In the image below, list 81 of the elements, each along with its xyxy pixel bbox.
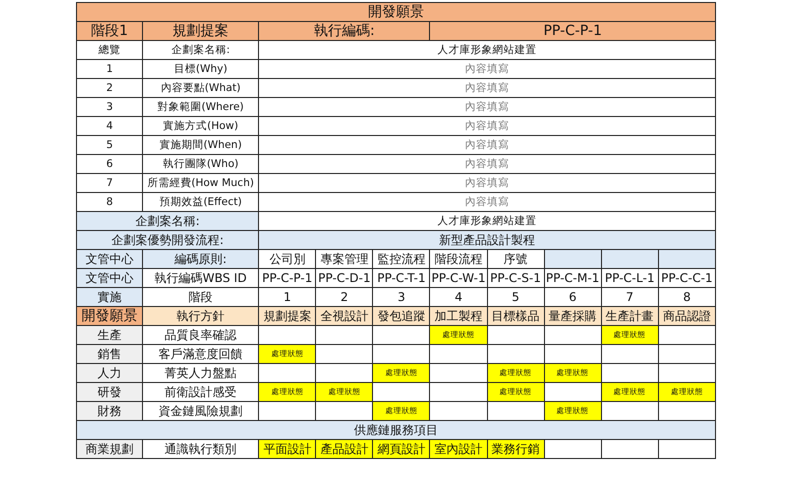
placeholder-text: 內容填寫 [258, 154, 716, 174]
category-label: 業務行銷 [487, 440, 544, 458]
value-text: PP-C-S-1 [487, 268, 544, 288]
column-header: 執行方針 [142, 306, 259, 326]
value-text: PP-C-C-1 [658, 268, 716, 288]
column-header: 生產計畫 [601, 306, 658, 326]
value-text: PP-C-W-1 [430, 268, 488, 288]
value-text: PP-C-D-1 [316, 268, 373, 288]
placeholder-text: 內容填寫 [258, 78, 716, 98]
value-text: 前衛設計感受 [142, 382, 259, 402]
value-text: 企劃案名稱: [142, 40, 259, 60]
table-title: 開發願景 [76, 2, 716, 22]
value-text: 6 [76, 154, 143, 174]
header-label: 規劃提案 [142, 22, 259, 40]
value-text: 監控流程 [372, 250, 430, 268]
value-text: 人才庫形象網站建置 [258, 212, 716, 230]
value-text: 目標(Why) [142, 60, 259, 78]
value-text: 內容要點(What) [142, 78, 259, 98]
department-label: 銷售 [76, 344, 143, 364]
value-text: 1 [76, 60, 143, 78]
header-label: 開發願景 [76, 306, 143, 326]
value-text: 7 [76, 174, 143, 192]
column-header: 商品認證 [658, 306, 716, 326]
value-text: 執行團隊(Who) [142, 154, 259, 174]
row-header: 實施 [76, 288, 143, 306]
category-label: 室內設計 [430, 440, 488, 458]
column-header: 規劃提案 [258, 306, 316, 326]
column-header: 全視設計 [316, 306, 373, 326]
value-text: 執行編碼WBS ID [142, 268, 259, 288]
value-text: PP-C-L-1 [601, 268, 658, 288]
value-text: 實施方式(How) [142, 116, 259, 136]
value-text: 8 [76, 192, 143, 212]
value-text: 客戶滿意度回饋 [142, 344, 259, 364]
value-text: 預期效益(Effect) [142, 192, 259, 212]
row-header: 企劃案名稱: [76, 212, 259, 230]
value-text: 專案管理 [316, 250, 373, 268]
row-header: 供應鏈服務項目 [76, 420, 716, 440]
placeholder-text: 內容填寫 [258, 98, 716, 116]
column-header: 加工製程 [430, 306, 488, 326]
column-header: 量產採購 [544, 306, 602, 326]
value-text: 對象範圍(Where) [142, 98, 259, 116]
value-text: 5 [76, 136, 143, 154]
category-label: 產品設計 [316, 440, 373, 458]
placeholder-text: 內容填寫 [258, 174, 716, 192]
header-label: PP-C-P-1 [430, 22, 716, 40]
department-label: 財務 [76, 402, 143, 420]
placeholder-text: 內容填寫 [258, 136, 716, 154]
value-text: PP-C-P-1 [258, 268, 316, 288]
placeholder-text: 內容填寫 [258, 116, 716, 136]
row-header: 企劃案優勢開發流程: [76, 230, 259, 250]
value-text: 階段流程 [430, 250, 488, 268]
value-text: 公司別 [258, 250, 316, 268]
value-text: 3 [76, 98, 143, 116]
value-text: 序號 [487, 250, 544, 268]
value-text: PP-C-M-1 [544, 268, 602, 288]
value-text: 品質良率確認 [142, 326, 259, 344]
value-text: 2 [76, 78, 143, 98]
header-label: 階段1 [76, 22, 143, 40]
placeholder-text: 內容填寫 [258, 60, 716, 78]
row-header: 編碼原則: [142, 250, 259, 268]
column-header: 目標樣品 [487, 306, 544, 326]
department-label: 商業規劃 [76, 440, 143, 458]
row-header: 新型產品設計製程 [258, 230, 716, 250]
value-text: PP-C-T-1 [372, 268, 430, 288]
value-text: 通識執行類別 [142, 440, 259, 458]
value-text: 總覽 [76, 40, 143, 60]
row-header: 文管中心 [76, 250, 143, 268]
value-text: 4 [76, 116, 143, 136]
department-label: 研發 [76, 382, 143, 402]
department-label: 生產 [76, 326, 143, 344]
category-label: 平面設計 [258, 440, 316, 458]
row-header: 文管中心 [76, 268, 143, 288]
placeholder-text: 內容填寫 [258, 192, 716, 212]
category-label: 網頁設計 [372, 440, 430, 458]
header-label: 執行編碼: [258, 22, 430, 40]
value-text: 實施期間(When) [142, 136, 259, 154]
column-header: 發包追蹤 [372, 306, 430, 326]
value-text: 所需經費(How Much) [142, 174, 259, 192]
value-text: 人才庫形象網站建置 [258, 40, 716, 60]
value-text: 菁英人力盤點 [142, 364, 259, 382]
department-label: 人力 [76, 364, 143, 382]
